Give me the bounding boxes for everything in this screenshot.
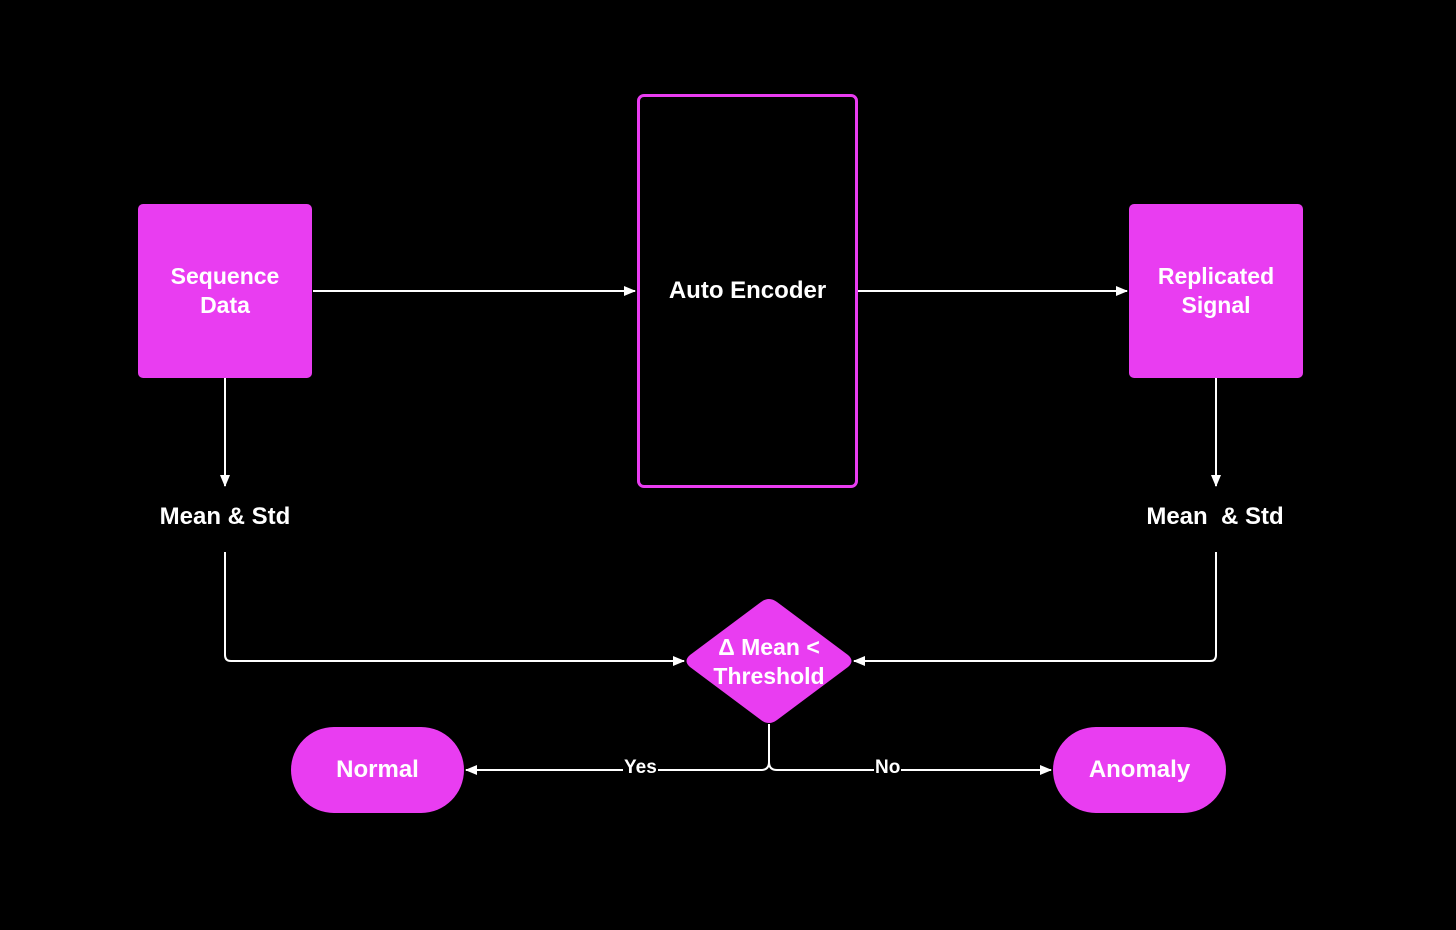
edge-left-mean-std-to-decision <box>224 552 685 666</box>
edge-right-mean-std-to-decision <box>853 552 1217 666</box>
mean-std-left-label: Mean & Std <box>159 503 291 530</box>
anomaly-label: Anomaly <box>1088 756 1191 783</box>
auto-encoder-label: Auto Encoder <box>668 277 827 304</box>
replicated-signal-label: Replicated Signal <box>1157 263 1275 318</box>
edge-decision-to-anomaly <box>768 724 1052 775</box>
sequence-data-node: Sequence Data <box>138 204 312 378</box>
yes-edge-label: Yes <box>623 757 658 778</box>
normal-node: Normal <box>291 727 464 813</box>
auto-encoder-node: Auto Encoder <box>637 94 858 488</box>
decision-label: Δ Mean < Threshold <box>713 634 825 689</box>
sequence-data-label: Sequence Data <box>170 263 280 318</box>
edge-decision-to-normal <box>465 724 770 775</box>
mean-std-right-label: Mean & Std <box>1146 503 1284 530</box>
normal-label: Normal <box>336 756 419 783</box>
replicated-signal-node: Replicated Signal <box>1129 204 1303 378</box>
decision-diamond <box>686 599 852 723</box>
no-edge-label: No <box>874 757 902 778</box>
anomaly-node: Anomaly <box>1053 727 1226 813</box>
